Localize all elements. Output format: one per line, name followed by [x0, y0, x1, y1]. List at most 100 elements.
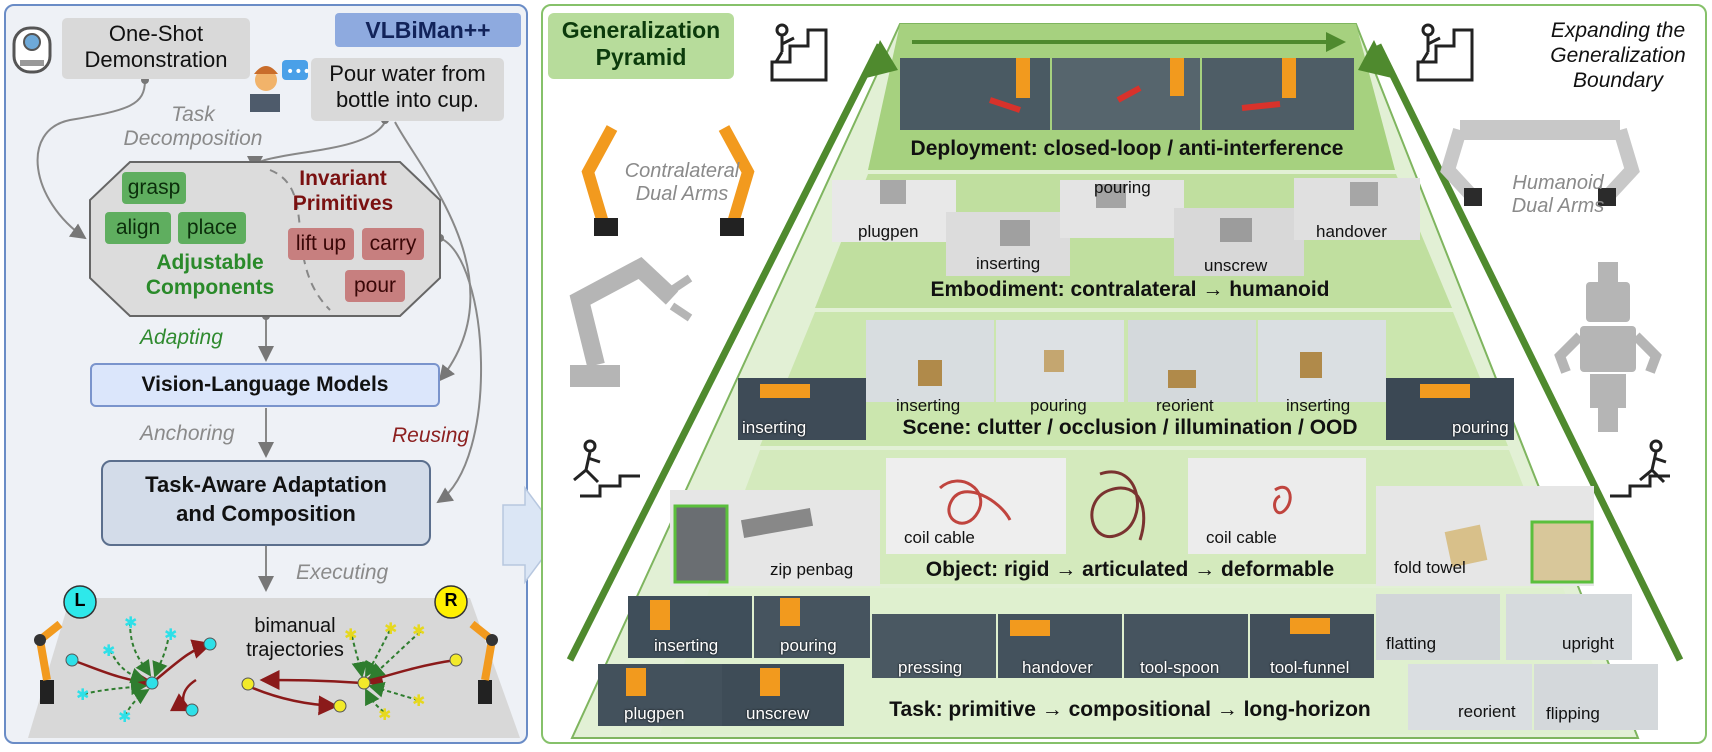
anchoring-label: Anchoring: [140, 422, 235, 445]
embodiment-photos: [832, 178, 1420, 276]
scene-photos: [738, 320, 1514, 440]
task-decomposition-line: Task: [171, 103, 215, 126]
expand-line: Expanding the: [1550, 19, 1686, 42]
tier-description: : clutter / occlusion / illumination / O…: [964, 416, 1358, 439]
photo-label: inserting: [742, 418, 807, 437]
photo-label: reorient: [1156, 396, 1214, 415]
method-title: VLBiMan++: [335, 13, 521, 47]
photo-label: handover: [1022, 658, 1093, 677]
photo-label: unscrew: [1204, 256, 1268, 275]
adapting-label: Adapting: [140, 326, 223, 349]
expand-line: Generalization: [1550, 44, 1686, 67]
instruction-line: Pour water from: [329, 61, 486, 86]
svg-text:✱: ✱: [412, 691, 425, 710]
photo-label: inserting: [896, 396, 961, 415]
adjustable-components-title: Adjustable Components: [140, 250, 280, 300]
trajectory-line: bimanual: [254, 615, 336, 637]
task-photos: [598, 594, 1658, 730]
left-arm-illustration: [34, 620, 63, 704]
tier-deployment-label: Deployment: closed-loop / anti-interfere…: [892, 137, 1362, 161]
tac-line: Task-Aware Adaptation: [145, 472, 387, 497]
demo-box: One-Shot Demonstration: [62, 18, 250, 79]
right-arm-illustration: [469, 620, 498, 704]
contralateral-caption: Contralateral Dual Arms: [612, 160, 752, 206]
svg-text:✱: ✱: [102, 641, 115, 660]
chip-place: place: [178, 212, 246, 244]
pyramid-title-line: Pyramid: [595, 44, 687, 70]
tier-object-label: Object: rigid → articulated → deformable: [880, 558, 1380, 582]
chip-lift-up: lift up: [288, 228, 354, 260]
robot-head-icon: [12, 26, 52, 74]
photo-label: inserting: [976, 254, 1041, 273]
humanoid-arms-illustration: [1440, 120, 1640, 206]
svg-text:✱: ✱: [412, 621, 425, 640]
humanoid-caption: Humanoid Dual Arms: [1498, 172, 1618, 218]
tier-description: : closed-loop / anti-interference: [1030, 137, 1344, 160]
pyramid-title-line: Generalization: [561, 17, 721, 43]
invariant-line: Primitives: [292, 192, 394, 215]
photo-label: pouring: [780, 636, 837, 655]
photo-label: handover: [1316, 222, 1387, 241]
vlm-box: Vision-Language Models: [90, 363, 440, 407]
left-hand-badge: L: [74, 590, 86, 610]
trajectory-line: trajectories: [246, 639, 344, 661]
photo-label: zip penbag: [770, 560, 854, 579]
reusing-label: Reusing: [392, 424, 470, 447]
bimanual-trajectories-label: bimanual trajectories: [225, 614, 365, 662]
chip-align: align: [105, 212, 171, 244]
task-aware-box: Task-Aware Adaptation and Composition: [101, 460, 431, 546]
contralateral-line: Contralateral: [624, 160, 740, 182]
tier-description: : rigid → articulated → deformable: [991, 558, 1335, 581]
svg-text:✱: ✱: [118, 707, 131, 726]
humanoid-line: Dual Arms: [1511, 195, 1605, 217]
tier-scene-label: Scene: clutter / occlusion / illuminatio…: [870, 416, 1390, 440]
tier-name: Embodiment: [930, 278, 1058, 301]
instruction-line: bottle into cup.: [335, 87, 480, 112]
photo-label: pressing: [898, 658, 963, 677]
adjustable-line: Adjustable: [156, 251, 264, 274]
demo-line: Demonstration: [84, 47, 228, 72]
svg-text:✱: ✱: [378, 705, 391, 724]
climb-stairs-icon: [770, 23, 1474, 82]
photo-label: pouring: [1030, 396, 1087, 415]
photo-label: reorient: [1458, 702, 1516, 721]
photo-label: plugpen: [858, 222, 919, 241]
chip-pour: pour: [345, 270, 405, 302]
photo-label: tool-spoon: [1140, 658, 1220, 677]
demo-line: One-Shot: [108, 21, 204, 46]
humanoid-line: Humanoid: [1512, 172, 1604, 194]
photo-label: coil cable: [904, 528, 975, 547]
svg-text:✱: ✱: [384, 619, 397, 638]
invariant-primitives-title: Invariant Primitives: [283, 166, 403, 216]
task-decomposition-line: Decomposition: [123, 127, 263, 150]
photo-label: pouring: [1094, 178, 1151, 197]
tier-description: : primitive → compositional → long-horiz…: [935, 698, 1371, 721]
object-photos: [670, 458, 1594, 586]
contralateral-arms-illustration: [581, 125, 755, 236]
svg-text:✱: ✱: [124, 613, 137, 632]
svg-text:✱: ✱: [164, 625, 177, 644]
user-icon: •••: [250, 60, 311, 112]
tier-embodiment-label: Embodiment: contralateral → humanoid: [860, 278, 1400, 302]
chip-grasp: grasp: [122, 172, 186, 204]
expand-line: Boundary: [1573, 69, 1663, 92]
walk-stairs-icon: [573, 439, 1670, 498]
photo-label: fold towel: [1394, 558, 1466, 577]
svg-text:✱: ✱: [344, 625, 357, 644]
tier-description: : contralateral → humanoid: [1057, 278, 1330, 301]
humanoid-robot-icon: [1554, 262, 1662, 432]
tier-name: Deployment: [910, 137, 1031, 160]
photo-label: pouring: [1452, 418, 1509, 437]
tac-line: and Composition: [176, 501, 356, 526]
tier-name: Task: [889, 698, 936, 721]
contralateral-line: Dual Arms: [635, 183, 729, 205]
photo-label: coil cable: [1206, 528, 1277, 547]
tier-name: Object: [925, 558, 992, 581]
photo-label: plugpen: [624, 704, 685, 723]
photo-label: upright: [1562, 634, 1614, 653]
deployment-photos: [900, 58, 1354, 130]
invariant-line: Invariant: [299, 167, 387, 190]
photo-label: inserting: [1286, 396, 1351, 415]
industrial-arm-icon: [569, 257, 693, 387]
